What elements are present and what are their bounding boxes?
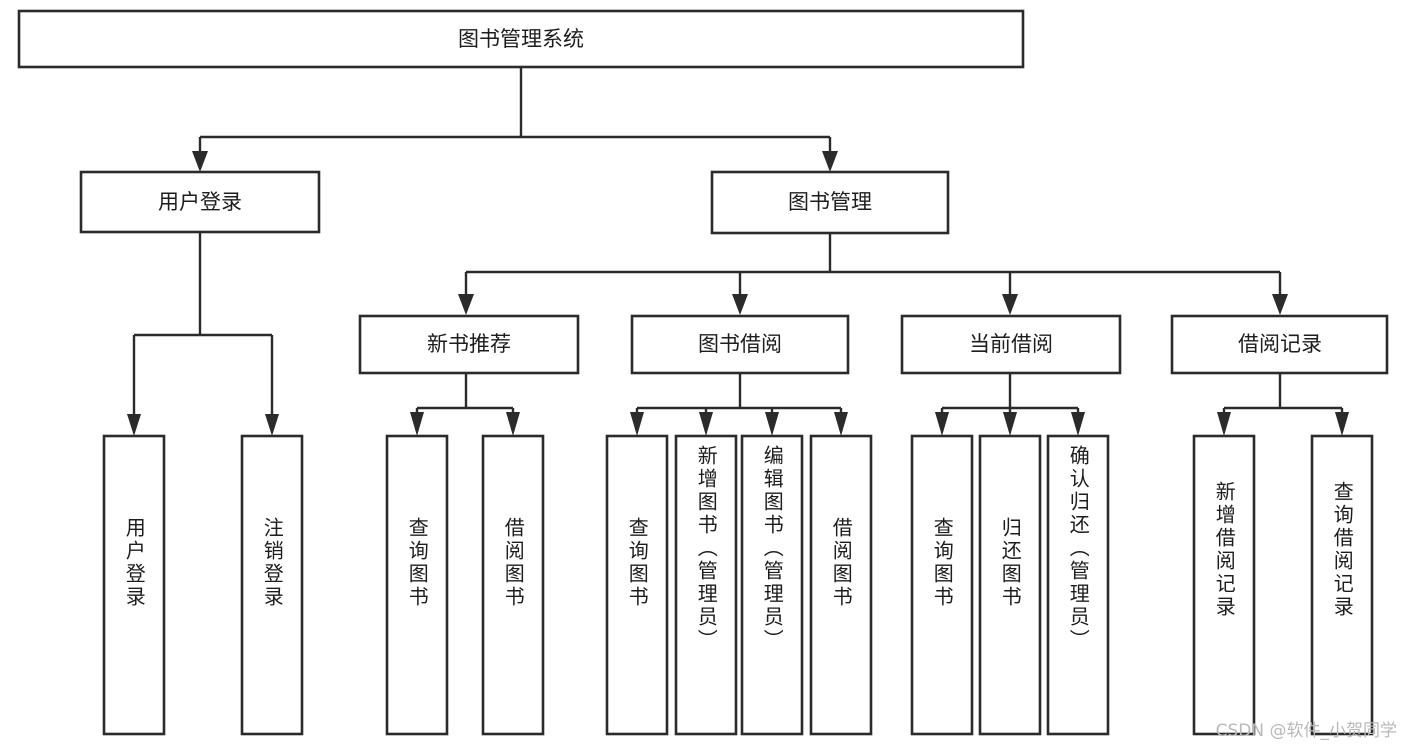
arrow-head-leaf-user-logout [265,414,279,436]
arrow-head-new-book-recommend [458,294,474,315]
arrow-head-leaf-edit-book [765,412,779,436]
arrow-head-leaf-query-record [1335,412,1349,436]
node-label-user-login: 用户登录 [158,190,242,214]
node-box-leaf-query-book-2[interactable] [605,434,669,736]
arrow-head-leaf-query-book-1 [410,412,424,436]
connector-layer [127,67,1349,436]
node-layer: 图书管理系统 用户登录 图书管理 新书推荐 图书借阅 当前借阅 借阅记录 [17,9,1389,736]
node-label-book-manage: 图书管理 [788,190,872,214]
arrow-head-leaf-borrow-book-1 [506,412,520,436]
node-box-leaf-confirm-return[interactable] [1046,434,1110,736]
node-box-current-borrow[interactable] [900,314,1122,375]
arrow-head-user-login [192,151,208,172]
node-box-leaf-query-record[interactable] [1310,434,1374,736]
node-label-borrow-record: 借阅记录 [1238,332,1322,356]
node-box-book-borrow[interactable] [630,314,850,375]
node-box-leaf-borrow-book-2[interactable] [809,434,873,736]
node-box-leaf-query-book-3[interactable] [910,434,974,736]
arrow-head-borrow-record [1272,294,1288,315]
arrow-head-leaf-query-book-2 [630,412,644,436]
node-label-root: 图书管理系统 [458,27,584,51]
arrow-head-leaf-query-book-3 [935,412,949,436]
node-box-leaf-return-book[interactable] [978,434,1042,736]
node-box-book-manage[interactable] [710,170,950,235]
node-box-user-login[interactable] [79,170,321,234]
node-box-leaf-user-login[interactable] [102,434,166,736]
node-label-new-book-recommend: 新书推荐 [427,332,511,356]
node-box-leaf-add-record[interactable] [1192,434,1256,736]
watermark-text: CSDN @软件_小贺同学 [1215,721,1397,741]
node-box-leaf-borrow-book-1[interactable] [481,434,545,736]
arrow-head-leaf-add-record [1217,412,1231,436]
node-box-leaf-add-book[interactable] [674,434,738,736]
node-box-root[interactable] [17,9,1025,69]
arrow-head-book-borrow [732,294,748,315]
arrow-head-leaf-confirm-return [1071,412,1085,436]
arrow-head-leaf-return-book [1003,412,1017,436]
node-label-book-borrow: 图书借阅 [698,332,782,356]
arrow-head-leaf-add-book [699,412,713,436]
arrow-head-leaf-user-login [127,414,141,436]
node-box-leaf-query-book-1[interactable] [385,434,449,736]
arrow-head-leaf-borrow-book-2 [834,412,848,436]
node-box-borrow-record[interactable] [1170,314,1389,375]
node-label-current-borrow: 当前借阅 [969,332,1053,356]
node-box-leaf-edit-book[interactable] [740,434,804,736]
arrow-head-current-borrow [1002,294,1018,315]
node-box-new-book-recommend[interactable] [358,314,580,375]
arrow-head-book-manage [822,151,838,172]
node-box-leaf-user-logout[interactable] [240,434,304,736]
